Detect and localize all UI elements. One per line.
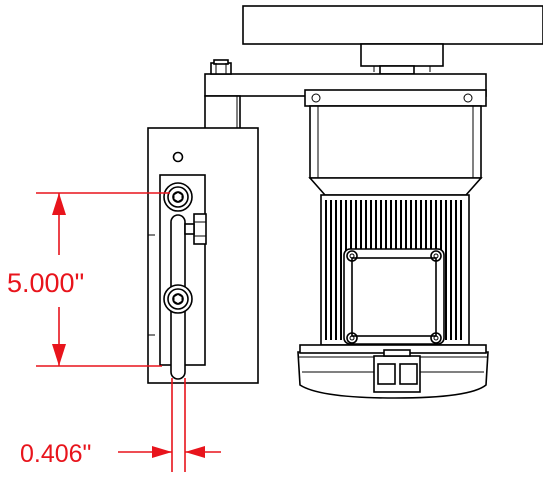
upper-screw <box>163 182 193 212</box>
vertical-dimension-label: 5.000" <box>7 268 84 298</box>
motor-flange-block <box>360 43 444 75</box>
arrow-up-icon <box>52 193 66 215</box>
horizontal-dimension-label: 0.406" <box>20 440 91 468</box>
arrow-right-icon <box>152 446 172 458</box>
slide-plate <box>147 127 259 384</box>
top-beam <box>242 5 543 45</box>
side-nut <box>184 213 207 245</box>
terminal-box <box>343 248 445 345</box>
arm-bolt <box>210 59 232 75</box>
arrow-left-icon <box>185 446 205 458</box>
mounting-arm <box>204 73 487 107</box>
lower-screw <box>163 284 193 314</box>
motor-end-cap <box>297 344 489 399</box>
arrow-down-icon <box>52 344 66 366</box>
motor-body <box>308 105 483 196</box>
horizontal-dimension: 0.406" <box>20 378 221 472</box>
vertical-dimension: 5.000" <box>7 192 170 367</box>
